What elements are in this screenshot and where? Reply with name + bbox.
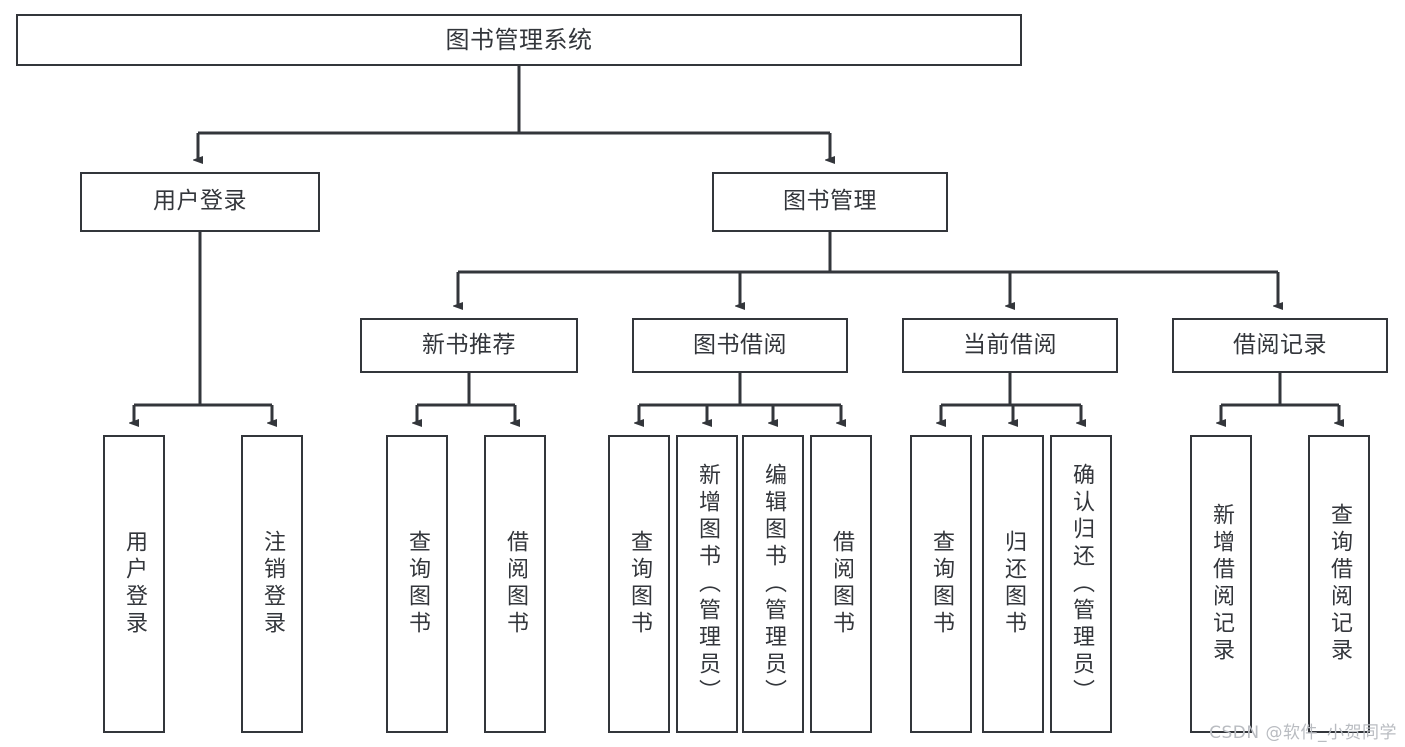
leaf-label: 确认归还（管理员） [1069, 462, 1094, 706]
node-book-borrow-label: 图书借阅 [693, 331, 787, 358]
leaf-new-book-borrow[interactable]: 借阅图书 [484, 435, 546, 733]
leaf-current-borrow-confirm-return[interactable]: 确认归还（管理员） [1050, 435, 1112, 733]
node-new-book-recommend[interactable]: 新书推荐 [360, 318, 578, 373]
leaf-label: 借阅图书 [503, 530, 528, 638]
leaf-label: 查询图书 [627, 530, 652, 638]
leaf-label: 注销登录 [260, 530, 285, 638]
leaf-borrow-record-query[interactable]: 查询借阅记录 [1308, 435, 1370, 733]
node-root[interactable]: 图书管理系统 [16, 14, 1022, 66]
leaf-book-borrow-query[interactable]: 查询图书 [608, 435, 670, 733]
leaf-label: 新增图书（管理员） [695, 462, 720, 706]
leaf-current-borrow-return[interactable]: 归还图书 [982, 435, 1044, 733]
leaf-book-borrow-add[interactable]: 新增图书（管理员） [676, 435, 738, 733]
leaf-borrow-record-add[interactable]: 新增借阅记录 [1190, 435, 1252, 733]
node-book-management[interactable]: 图书管理 [712, 172, 948, 232]
node-root-label: 图书管理系统 [445, 25, 593, 54]
node-new-book-recommend-label: 新书推荐 [422, 331, 516, 358]
node-book-borrow[interactable]: 图书借阅 [632, 318, 848, 373]
leaf-label: 归还图书 [1001, 530, 1026, 638]
leaf-label: 查询图书 [405, 530, 430, 638]
leaf-label: 编辑图书（管理员） [761, 462, 786, 706]
node-borrow-record[interactable]: 借阅记录 [1172, 318, 1388, 373]
leaf-book-borrow-borrow[interactable]: 借阅图书 [810, 435, 872, 733]
leaf-label: 查询图书 [929, 530, 954, 638]
node-current-borrow[interactable]: 当前借阅 [902, 318, 1118, 373]
leaf-label: 用户登录 [122, 530, 147, 638]
node-user-login[interactable]: 用户登录 [80, 172, 320, 232]
leaf-label: 查询借阅记录 [1327, 503, 1352, 665]
node-borrow-record-label: 借阅记录 [1233, 331, 1327, 358]
leaf-label: 新增借阅记录 [1209, 503, 1234, 665]
leaf-current-borrow-query[interactable]: 查询图书 [910, 435, 972, 733]
leaf-book-borrow-edit[interactable]: 编辑图书（管理员） [742, 435, 804, 733]
leaf-new-book-query[interactable]: 查询图书 [386, 435, 448, 733]
node-book-management-label: 图书管理 [783, 188, 877, 215]
node-user-login-label: 用户登录 [153, 188, 247, 215]
node-current-borrow-label: 当前借阅 [963, 331, 1057, 358]
leaf-user-login-logout[interactable]: 注销登录 [241, 435, 303, 733]
leaf-user-login-login[interactable]: 用户登录 [103, 435, 165, 733]
leaf-label: 借阅图书 [829, 530, 854, 638]
